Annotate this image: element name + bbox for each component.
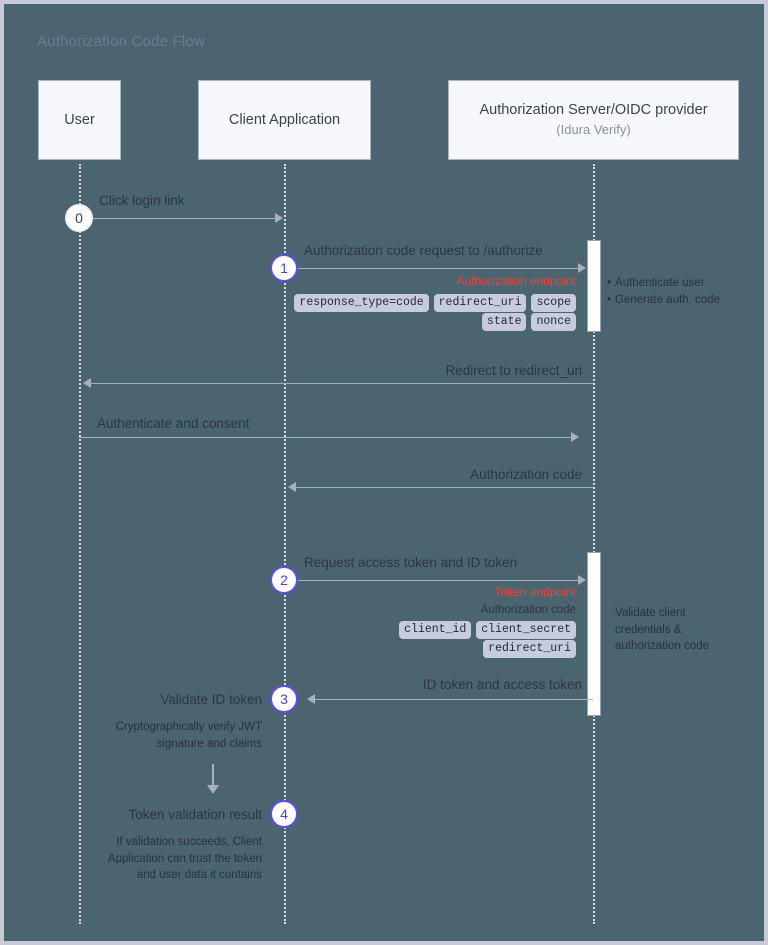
arrow-line-m0 <box>79 218 275 219</box>
lifeline-server <box>593 164 595 924</box>
diagram-title: Authorization Code Flow <box>37 33 206 50</box>
arrow-down-head-icon <box>207 785 219 794</box>
message-label-request-access-token: Request access token and ID token <box>304 555 518 570</box>
detail-validate-id-token: Cryptographically verify JWT signature a… <box>115 721 262 750</box>
participant-user-label: User <box>64 111 95 128</box>
server-note-step1-item-0-label: Authenticate user <box>615 277 705 289</box>
note-authorization-endpoint: Authorization endpoint <box>456 274 576 288</box>
server-note-step1-item-1-label: Generate auth. code <box>615 293 720 306</box>
participant-client-label: Client Application <box>228 111 341 128</box>
chip-row-step2-params2: redirect_uri <box>344 640 576 659</box>
lifeline-user <box>79 164 81 924</box>
arrow-left-icon <box>307 694 315 704</box>
lifeline-client <box>284 164 286 924</box>
step-marker-2: 2 <box>270 566 298 594</box>
note-token-endpoint: Token endpoint <box>494 585 576 599</box>
chip-response-type: response_type=code <box>294 294 429 313</box>
arrow-right-icon <box>578 263 586 273</box>
bullet-dot-icon: • <box>607 293 612 306</box>
message-label-redirect-to-redirect-uri: Redirect to redirect_uri <box>445 363 582 378</box>
chip-scope: scope <box>531 294 576 313</box>
participant-client[interactable]: Client Application <box>198 80 371 160</box>
step-marker-4: 4 <box>270 800 298 828</box>
server-note-step1: • Authenticate user • Generate auth. cod… <box>607 275 747 308</box>
chip-client-secret: client_secret <box>476 621 576 640</box>
chip-client-id: client_id <box>399 621 472 640</box>
participant-server[interactable]: Authorization Server/OIDC provider (Idur… <box>448 80 739 160</box>
chip-row-step1-params2: state nonce <box>304 313 576 332</box>
message-label-click-login-link: Click login link <box>99 193 185 208</box>
arrow-down-icon <box>212 764 214 786</box>
chip-state: state <box>481 313 527 332</box>
arrow-line-m1 <box>284 268 578 269</box>
server-note-step2: Validate client credentials & authorizat… <box>615 607 709 653</box>
note-step2-authorization-code: Authorization code <box>480 604 576 616</box>
message-label-authorization-code-request: Authorization code request to /authorize <box>304 243 543 258</box>
server-note-step1-item-0: • Authenticate user <box>607 275 747 292</box>
message-label-authorization-code: Authorization code <box>470 467 582 482</box>
participant-server-subtitle: (Idura Verify) <box>556 121 631 137</box>
activation-bar-server-1 <box>587 240 601 332</box>
chip-row-step1-params: response_type=code redirect_uri scope <box>294 294 576 313</box>
arrow-line-m2 <box>91 383 593 384</box>
server-note-step1-item-1: • Generate auth. code <box>607 292 747 309</box>
detail-token-validation-result: If validation succeeds, Client Applicati… <box>107 836 262 882</box>
step-marker-3: 3 <box>270 685 298 713</box>
participant-user[interactable]: User <box>38 80 121 160</box>
arrow-right-icon <box>571 432 579 442</box>
message-label-id-token-and-access-token: ID token and access token <box>422 677 582 692</box>
activation-bar-server-2 <box>587 552 601 716</box>
arrow-line-m4 <box>296 487 593 488</box>
participant-server-label: Authorization Server/OIDC provider <box>479 102 708 119</box>
arrow-right-icon <box>275 213 283 223</box>
chip-nonce: nonce <box>531 313 576 332</box>
arrow-left-icon <box>83 378 91 388</box>
chip-redirect-uri-2: redirect_uri <box>483 640 576 659</box>
arrow-line-m6 <box>315 699 593 700</box>
chip-redirect-uri: redirect_uri <box>433 294 527 313</box>
arrow-left-icon <box>288 482 296 492</box>
chip-row-step2-params: client_id client_secret <box>344 621 576 640</box>
step-marker-1: 1 <box>270 254 298 282</box>
bullet-dot-icon: • <box>607 277 612 289</box>
message-label-authenticate-and-consent: Authenticate and consent <box>97 416 250 431</box>
arrow-right-icon <box>578 575 586 585</box>
label-validate-id-token: Validate ID token <box>160 692 262 707</box>
label-token-validation-result: Token validation result <box>128 807 262 822</box>
step-marker-0: 0 <box>65 204 93 232</box>
arrow-line-m5 <box>284 580 578 581</box>
arrow-line-m3 <box>79 437 571 438</box>
